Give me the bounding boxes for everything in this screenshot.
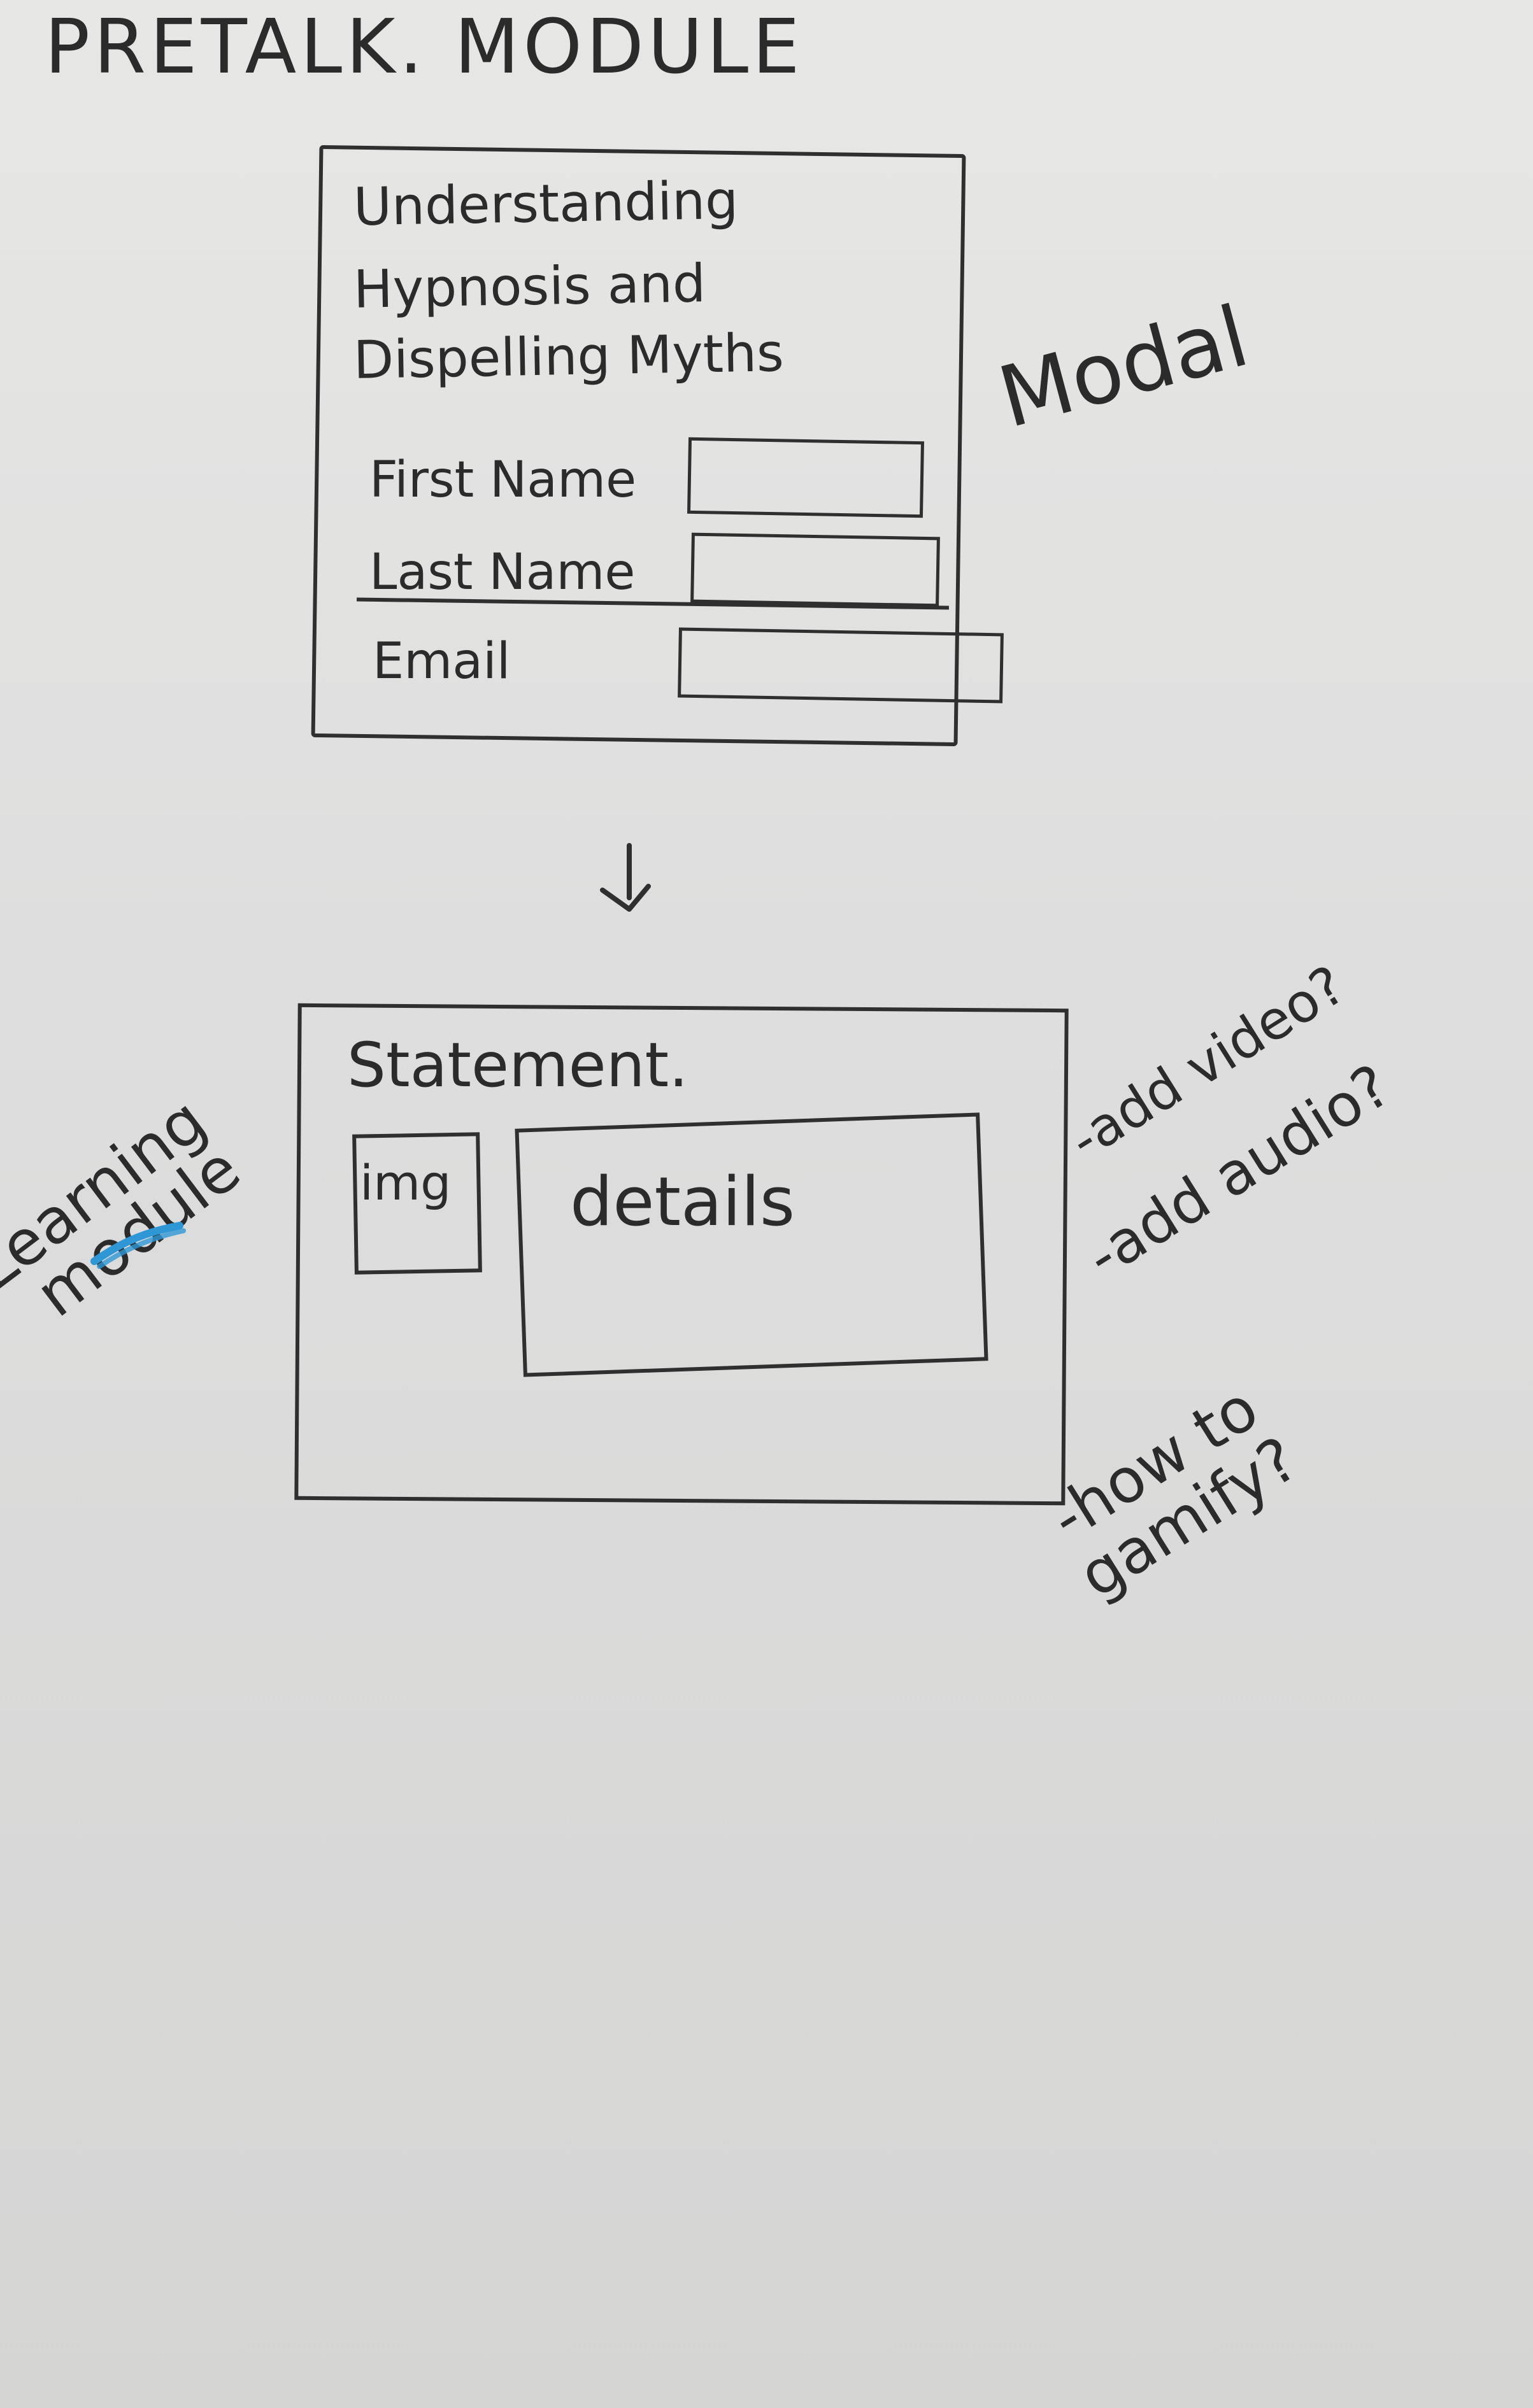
modal-title-line-1: Understanding <box>353 170 739 238</box>
last-name-label: Last Name <box>369 544 636 601</box>
first-name-input[interactable] <box>687 437 925 518</box>
modal-title-line-2: Hypnosis and <box>353 253 706 320</box>
learning-module-label: Learning module <box>0 1084 253 1347</box>
first-name-label: First Name <box>369 451 637 509</box>
email-label: Email <box>373 633 511 690</box>
statement-text: Statement. <box>347 1030 688 1101</box>
image-label: img <box>360 1154 452 1211</box>
gamify-note: -how to gamify? <box>1038 1372 1309 1611</box>
details-label: details <box>570 1163 795 1241</box>
modal-title-line-3: Dispelling Myths <box>353 323 785 391</box>
modal-annotation: Modal <box>988 287 1258 448</box>
flow-arrow-icon <box>600 843 651 912</box>
details-panel <box>515 1112 988 1377</box>
page-title: PRETALK. MODULE <box>45 3 804 90</box>
last-name-input[interactable] <box>690 532 940 607</box>
email-input[interactable] <box>678 627 1004 704</box>
faint-smudge <box>624 2158 1019 2254</box>
